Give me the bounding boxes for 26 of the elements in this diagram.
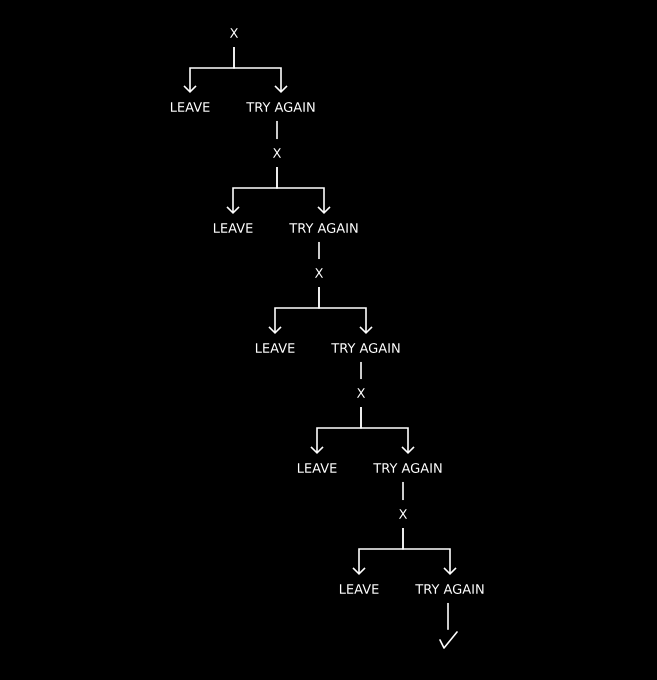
cross-label: X: [230, 28, 238, 38]
choice-label: TRY AGAIN: [246, 102, 314, 112]
choice-label: TRY AGAIN: [331, 343, 400, 353]
branch-arrow: [360, 406, 415, 454]
branch-arrow: [402, 528, 457, 576]
cross-label: X: [272, 148, 282, 158]
choice-label: TRY AGAIN: [373, 463, 442, 473]
choice-label: LEAVE: [298, 463, 336, 473]
choice-label: LEAVE: [340, 584, 378, 594]
check-mark: [439, 631, 458, 649]
branch-arrow: [233, 46, 288, 94]
branch-arrow: [318, 286, 373, 334]
cross-label: X: [356, 388, 366, 398]
connector-line: [276, 120, 278, 140]
choice-label: TRY AGAIN: [289, 223, 358, 233]
cross-label: X: [314, 268, 324, 278]
connector-line: [402, 482, 404, 500]
connector-line: [318, 242, 320, 260]
choice-label: LEAVE: [256, 343, 294, 353]
branch-arrow: [276, 166, 331, 214]
connector-line: [360, 362, 362, 380]
cross-label: X: [398, 509, 408, 519]
choice-label: LEAVE: [214, 223, 252, 233]
connector-line: [447, 602, 449, 630]
choice-label: TRY AGAIN: [415, 584, 484, 594]
choice-label: LEAVE: [170, 102, 210, 112]
